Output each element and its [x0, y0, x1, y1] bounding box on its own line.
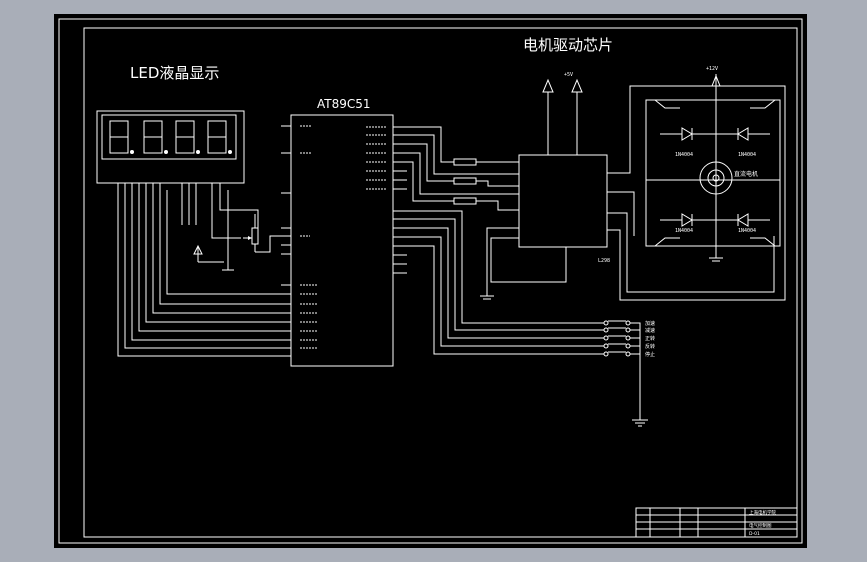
svg-text:停止: 停止 — [645, 351, 655, 358]
svg-text:减速: 减速 — [645, 327, 655, 334]
dc-motor: 直流电机 — [699, 161, 758, 195]
button-accelerate: 加速 — [603, 320, 655, 327]
lcd-digits — [109, 120, 232, 154]
drawing-sheet: LED液晶显示 — [54, 14, 807, 548]
svg-text:1N4004: 1N4004 — [675, 228, 693, 234]
button-stop: 停止 — [603, 351, 655, 358]
contrast-potentiometer — [243, 214, 281, 253]
svg-text:加速: 加速 — [645, 320, 655, 327]
svg-text:1N4004: 1N4004 — [738, 152, 756, 158]
title-block: 上海电机学院 电气控制图 D-01 — [635, 507, 798, 538]
svg-text:1N4004: 1N4004 — [675, 152, 693, 158]
mcu-chip — [290, 114, 394, 367]
h-bridge: +12V 1N4004 1N4004 1N4004 1N4004 — [645, 66, 781, 262]
title-drawing: 电气控制图 — [749, 522, 772, 529]
mcu-right-pins — [393, 126, 407, 274]
lcd-digit-window — [101, 114, 237, 160]
button-lines — [407, 210, 648, 427]
svg-text:1N4004: 1N4004 — [738, 228, 756, 234]
driver-title: 电机驱动芯片 — [523, 36, 613, 54]
button-forward: 正转 — [603, 335, 655, 342]
svg-text:+12V: +12V — [706, 66, 718, 72]
mcu-pin-label-marks — [300, 125, 386, 349]
driver-chip — [518, 154, 608, 248]
title-drawing-no: D-01 — [749, 531, 760, 537]
schematic-canvas: LED液晶显示 — [58, 18, 803, 544]
svg-text:直流电机: 直流电机 — [734, 170, 758, 178]
driver-part-label: L298 — [598, 258, 610, 264]
push-buttons: 加速 减速 正转 反转 停止 — [603, 320, 655, 358]
lcd-pins — [117, 183, 221, 190]
outer-frame — [58, 18, 803, 544]
svg-text:+5V: +5V — [564, 72, 573, 78]
svg-text:正转: 正转 — [645, 335, 655, 342]
mcu-left-pins — [281, 125, 291, 357]
button-decelerate: 减速 — [603, 327, 655, 334]
svg-text:反转: 反转 — [645, 343, 655, 350]
lcd-control-lines — [181, 190, 259, 271]
driver-ground — [480, 227, 567, 300]
lcd-data-bus — [117, 190, 281, 357]
mcu-title: AT89C51 — [317, 97, 371, 111]
lcd-vcc-arrow — [193, 244, 224, 263]
title-company: 上海电机学院 — [749, 509, 776, 516]
lcd-display — [96, 110, 245, 184]
inner-frame — [83, 27, 798, 538]
driver-vcc-arrows: +5V — [542, 72, 583, 155]
driver-output-lines — [607, 85, 786, 301]
lcd-title: LED液晶显示 — [130, 64, 219, 82]
button-reverse: 反转 — [603, 343, 655, 350]
mcu-driver-signal-lines — [407, 126, 519, 211]
